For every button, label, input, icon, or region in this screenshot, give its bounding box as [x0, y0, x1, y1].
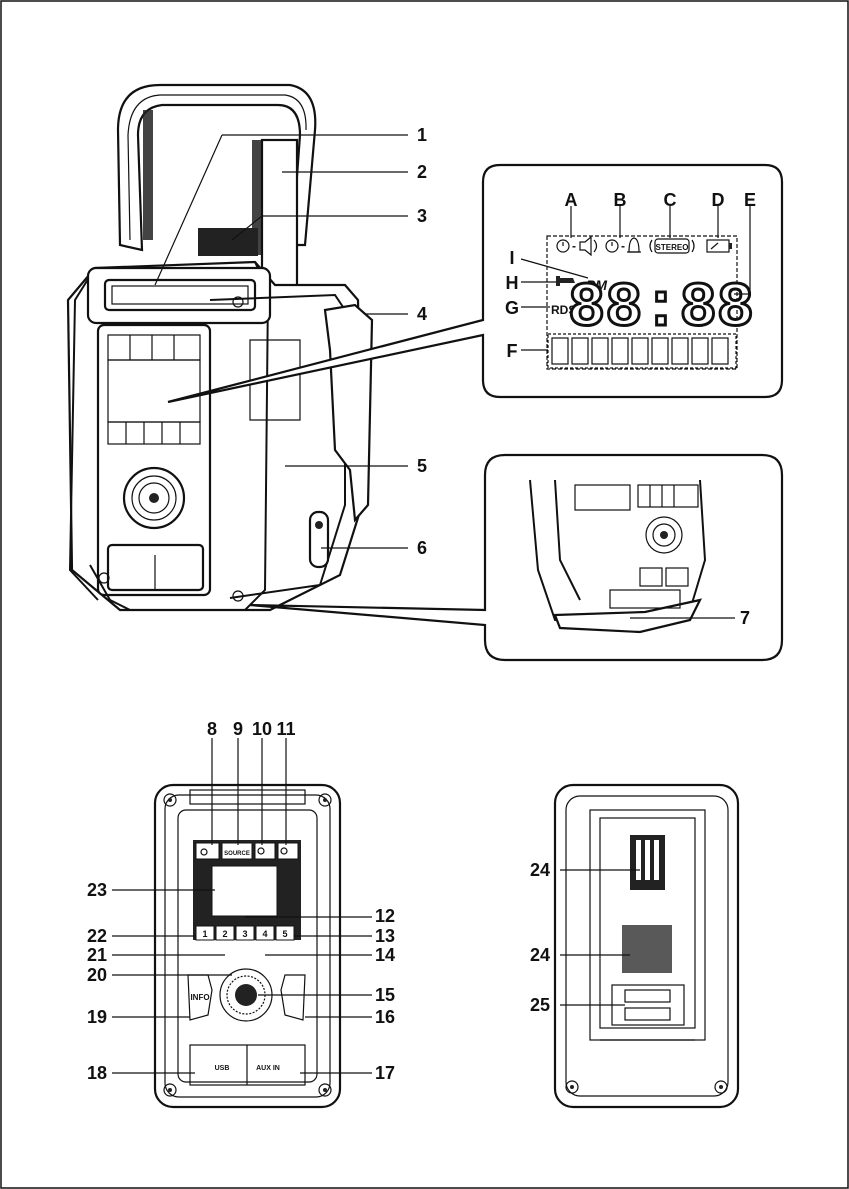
- callout-I: I: [509, 248, 514, 268]
- callout-19: 19: [87, 1007, 107, 1027]
- callout-8: 8: [207, 719, 217, 739]
- battery-icon: [706, 239, 732, 253]
- usb-label: USB: [215, 1065, 230, 1072]
- speaker-icon: [579, 235, 598, 257]
- callout-17: 17: [375, 1063, 395, 1083]
- callout-21: 21: [87, 945, 107, 965]
- clock-digits: 88:88: [568, 273, 754, 344]
- power-icon: [200, 848, 208, 856]
- callout-15: 15: [375, 985, 395, 1005]
- radio-front-view: SOURCE 1 2 3 4 5 INFO USB AUX IN: [153, 783, 342, 1109]
- main-callout-lines: [154, 134, 735, 619]
- callout-9: 9: [233, 719, 243, 739]
- callout-12: 12: [375, 906, 395, 926]
- callout-14: 14: [375, 945, 395, 965]
- radio-perspective-view: [66, 83, 374, 612]
- callout-E: E: [744, 190, 756, 210]
- preset-2-button: 2: [222, 929, 227, 939]
- callout-13: 13: [375, 926, 395, 946]
- preset-1-button: 1: [202, 929, 207, 939]
- callout-5: 5: [417, 456, 427, 476]
- callout-25: 25: [530, 995, 550, 1015]
- alarm-icon: [605, 239, 619, 253]
- bell-icon: [280, 847, 288, 855]
- stereo-icon: STEREO: [649, 238, 695, 254]
- callout-22: 22: [87, 926, 107, 946]
- callout-24-top: 24: [530, 860, 550, 880]
- callout-20: 20: [87, 965, 107, 985]
- callout-B: B: [614, 190, 627, 210]
- callout-24-bottom: 24: [530, 945, 550, 965]
- callout-3: 3: [417, 206, 427, 226]
- callout-C: C: [664, 190, 677, 210]
- callout-1: 1: [417, 125, 427, 145]
- callout-18: 18: [87, 1063, 107, 1083]
- alarm-icon: [257, 847, 265, 855]
- radio-back-view: [553, 783, 740, 1109]
- bell-icon: [627, 237, 641, 253]
- preset-4-button: 4: [262, 929, 267, 939]
- callout-H: H: [506, 273, 519, 293]
- stereo-label: STEREO: [656, 243, 689, 252]
- alarm-icon: [556, 239, 570, 253]
- front-callout-lines: [112, 738, 372, 1074]
- callout-G: G: [505, 298, 519, 318]
- svg-text:-: -: [572, 239, 576, 253]
- callout-16: 16: [375, 1007, 395, 1027]
- callout-D: D: [712, 190, 725, 210]
- callout-A: A: [565, 190, 578, 210]
- callout-23: 23: [87, 880, 107, 900]
- callout-6: 6: [417, 538, 427, 558]
- callout-4: 4: [417, 304, 427, 324]
- callout-7: 7: [740, 608, 750, 628]
- aux-label: AUX IN: [256, 1065, 280, 1072]
- text-segment-row: [547, 333, 737, 369]
- callout-10: 10: [252, 719, 272, 739]
- info-button: INFO: [190, 993, 209, 1002]
- preset-3-button: 3: [242, 929, 247, 939]
- rds-indicator: RDS: [551, 303, 576, 317]
- front-display: [211, 865, 278, 917]
- svg-text:-: -: [621, 239, 625, 253]
- callout-F: F: [507, 341, 518, 361]
- preset-5-button: 5: [282, 929, 287, 939]
- lcd-detail: - - STEREO PM RDS 88:88: [167, 163, 784, 404]
- callout-11: 11: [276, 719, 295, 739]
- callout-2: 2: [417, 162, 427, 182]
- source-label: SOURCE: [224, 851, 250, 857]
- bottom-detail: [249, 453, 784, 662]
- pm-indicator: PM: [586, 277, 607, 293]
